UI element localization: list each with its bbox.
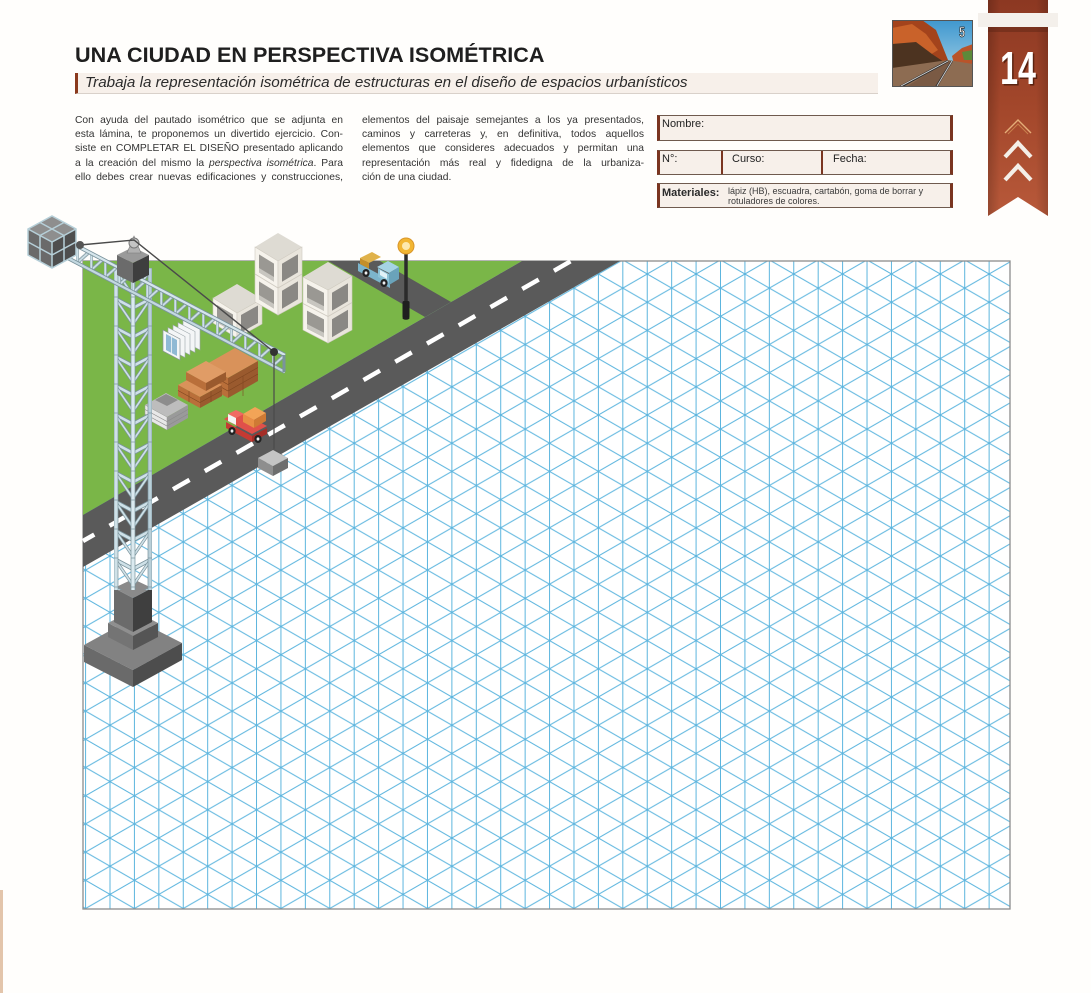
isometric-city-illustration: [27, 215, 1011, 910]
green-bush: [962, 50, 973, 60]
crane-counterweight: [27, 215, 77, 269]
intro-column-2: elementos del paisaje semejantes a los y…: [362, 114, 644, 185]
ribbon-white-band: [978, 13, 1058, 27]
page-edge-strip: [0, 890, 3, 993]
student-info-row: N°: Curso: Fecha:: [657, 150, 953, 175]
window-opening: [282, 281, 298, 309]
number-input[interactable]: [682, 153, 720, 167]
chapter-ribbon: 14 14: [978, 0, 1058, 216]
side-road: [328, 261, 451, 317]
chevron-solid: [1003, 162, 1033, 182]
date-input[interactable]: [870, 153, 946, 167]
rail-left-shine: [900, 60, 949, 87]
name-input[interactable]: [710, 118, 940, 132]
truck-window: [380, 270, 387, 279]
window-panels: [162, 319, 201, 361]
intro-text: . Para: [313, 157, 344, 169]
red-truck: [224, 407, 267, 443]
date-label: Fecha:: [833, 153, 867, 165]
materials-line: rotuladores de colores.: [728, 195, 820, 206]
crane-tower-head: [117, 235, 149, 283]
truck-window: [228, 414, 236, 425]
intro-line: siste en COMPLETAR EL DISEÑO presentado …: [75, 143, 343, 155]
name-label: Nombre:: [662, 118, 705, 130]
crane-cables: [76, 239, 278, 449]
intro-column-1: Con ayuda del pautado isométrico que se …: [75, 114, 343, 185]
intro-line: Con ayuda del pautado isométrico que se …: [75, 115, 343, 126]
main-road: [83, 261, 620, 567]
mast-sleeve: [114, 588, 133, 632]
band-shadow: [988, 27, 1048, 32]
name-field-box: Nombre:: [657, 115, 953, 141]
chevron-outline-inner: [1007, 123, 1029, 135]
window-opening: [332, 283, 348, 311]
crane-base: [84, 579, 182, 687]
intro-line: elementos del paisaje semejantes a los y…: [362, 115, 644, 126]
hook-load: [258, 448, 288, 476]
materials-box: Materiales: lápiz (HB), escuadra, cartab…: [657, 183, 953, 208]
cell-divider: [821, 151, 823, 174]
course-input[interactable]: [768, 153, 820, 167]
chevron-solid: [1003, 139, 1033, 159]
intro-emphasis: perspectiva isométrica: [209, 157, 314, 169]
intro-line: esta lámina, te proponemos un divertido …: [75, 129, 343, 141]
intro-line: representación más real y fidedigna de l…: [362, 157, 644, 169]
intro-line: a la creación del mismo la perspectiva i…: [75, 157, 343, 171]
course-label: Curso:: [732, 153, 765, 165]
window-opening: [282, 254, 298, 282]
rail-right-shine: [936, 60, 953, 87]
intro-line: ción de una ciudad.: [362, 171, 452, 183]
crane-mast: [114, 268, 152, 590]
brick-stacks: [177, 348, 259, 408]
subtitle-band: Trabaja la representación isométrica de …: [75, 73, 878, 94]
cell-divider: [721, 151, 723, 174]
intro-line: caminos y carreteras y, en definitiva, t…: [362, 129, 644, 141]
page-subtitle: Trabaja la representación isométrica de …: [85, 74, 688, 91]
railway-photo-thumbnail: 5: [892, 20, 973, 87]
materials-label: Materiales:: [662, 187, 720, 199]
shrub-shadow: [892, 42, 944, 74]
number-label: N°:: [662, 153, 678, 165]
intro-text: a la creación del mismo la: [75, 157, 210, 169]
building-tall-left: [254, 233, 303, 316]
materials-text: lápiz (HB), escuadra, cartabón, goma de …: [728, 186, 924, 206]
window-opening: [332, 309, 348, 338]
window-opening: [241, 305, 258, 333]
chapter-number-shadow: 14: [1002, 45, 1038, 96]
photo-badge-number: 5: [959, 23, 965, 40]
pulley-icon: [270, 348, 278, 356]
chevron-outline: [1004, 119, 1032, 134]
photo-border: [892, 20, 973, 87]
chevrons-up-icon: [1003, 119, 1033, 182]
intro-line: ello debes crear nuevas edificaciones y …: [75, 171, 343, 183]
lamp-base: [402, 301, 410, 318]
intro-line: elementos que consideres adecuados y per…: [362, 143, 644, 155]
materials-line: lápiz (HB), escuadra, cartabón, goma de …: [728, 186, 924, 196]
cargo-crates: [243, 407, 266, 420]
ribbon-shading: [988, 0, 1048, 216]
page-title: UNA CIUDAD EN PERSPECTIVA ISOMÉTRICA: [75, 42, 545, 67]
chapter-number: 14: [1000, 43, 1036, 94]
blue-truck: [358, 252, 399, 288]
tower-crane: [27, 215, 288, 687]
pulley-icon: [76, 241, 84, 249]
building-tall-right: [302, 262, 353, 344]
street-lamp: [397, 237, 415, 320]
cargo-load: [360, 252, 381, 263]
